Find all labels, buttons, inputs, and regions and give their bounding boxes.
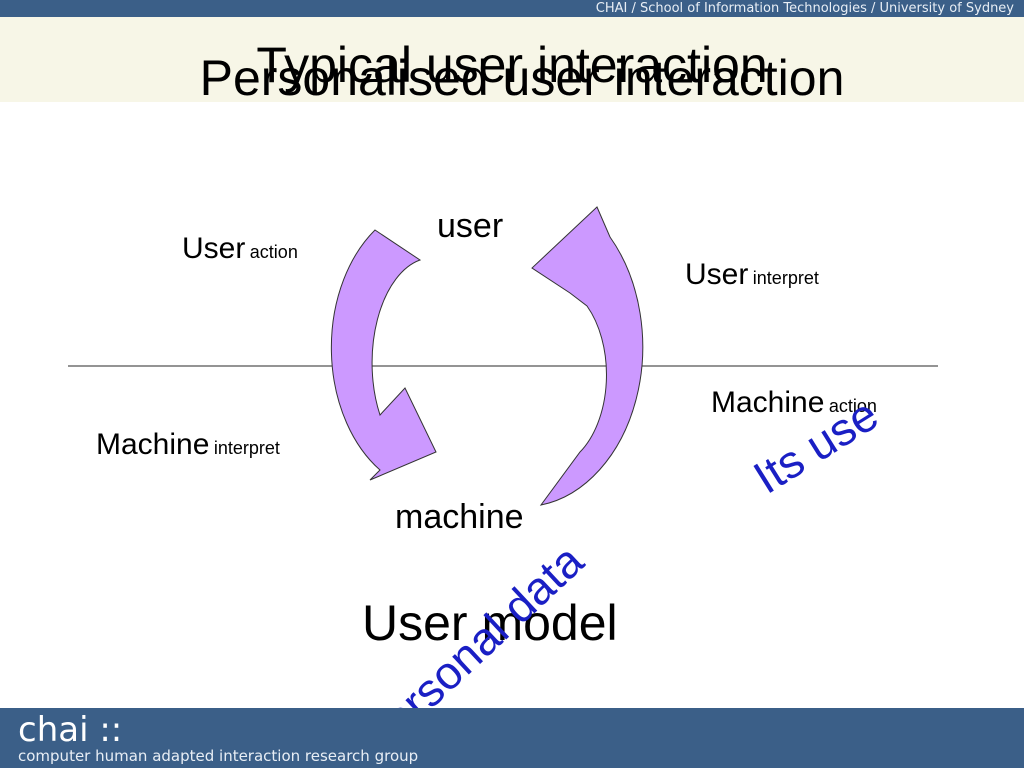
slide-title: Personalised user interaction <box>199 50 845 106</box>
label-user-action: User action <box>182 234 298 264</box>
label-machine-interpret-sub: interpret <box>213 438 280 458</box>
header-credit: CHAI / School of Information Technologie… <box>595 1 1014 16</box>
footer-tagline: computer human adapted interaction resea… <box>18 747 419 765</box>
label-machine-interpret: Machine interpret <box>96 430 280 460</box>
node-user: user <box>437 207 504 245</box>
title-band <box>0 17 1024 102</box>
label-user-interpret-main: User <box>685 258 749 291</box>
label-machine-action-sub: action <box>828 396 877 416</box>
label-machine-action: Machine action <box>711 388 877 418</box>
top-bar: CHAI / School of Information Technologie… <box>0 0 1024 17</box>
chai-logo-text: chai :: <box>18 710 123 750</box>
slide-title-overlay: Typical user interaction <box>256 37 768 93</box>
label-user-action-sub: action <box>249 242 298 262</box>
label-user-interpret-sub: interpret <box>752 268 819 288</box>
label-user-action-main: User <box>182 232 246 265</box>
footer-bar: chai :: computer human adapted interacti… <box>0 708 1024 768</box>
node-machine: machine <box>395 498 524 536</box>
label-machine-interpret-main: Machine <box>96 428 210 461</box>
user-model-label: User model <box>362 595 618 651</box>
label-machine-action-main: Machine <box>711 386 825 419</box>
right-cycle-arrow <box>531 206 644 506</box>
label-user-interpret: User interpret <box>685 260 819 290</box>
left-cycle-arrow <box>330 229 437 481</box>
